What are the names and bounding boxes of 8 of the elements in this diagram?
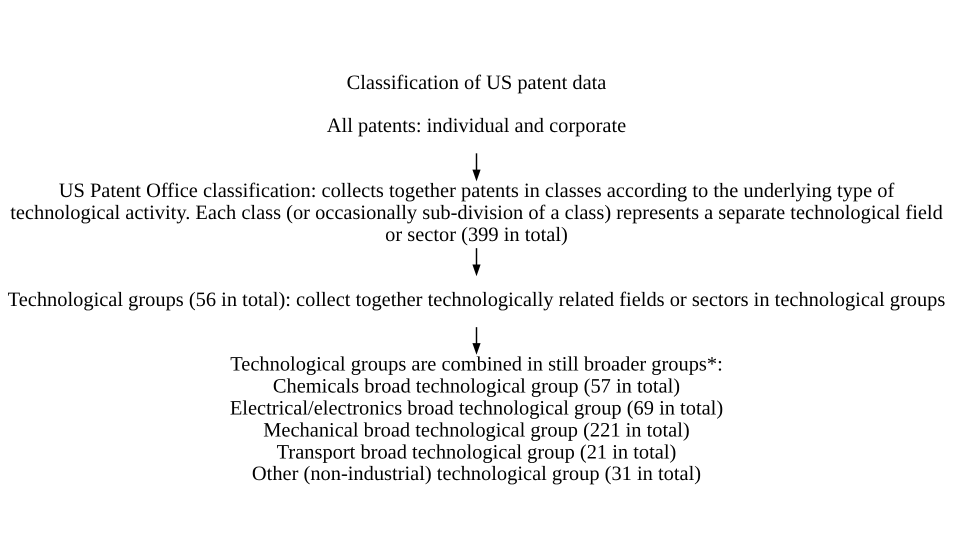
node-text: Technological groups (56 in total): collect together technologically related fields or sectors in technological groups — [8, 288, 946, 311]
node-text: All patents: individual and corporate — [326, 115, 626, 138]
arrow — [472, 248, 481, 276]
diagram-title: Classification of US patent data — [346, 72, 606, 94]
node-text: Technological groups are combined in still broader groups*: Chemicals broad technological group (57 in total) Electrical/electronics broad technological group (69 in total) Mechanical broad technological group (221 in total) Transport broad technological group (21 in total) Other (non-industrial) technological group (31 in total) — [230, 354, 724, 486]
arrow — [472, 327, 481, 355]
node-text: US Patent Office classification: collects together patents in classes according to the underlying type of technological activity. Each class (or occasionally sub-division of a class) represents a separate technological field or sector (399 in total) — [10, 180, 943, 246]
arrow — [472, 153, 481, 182]
